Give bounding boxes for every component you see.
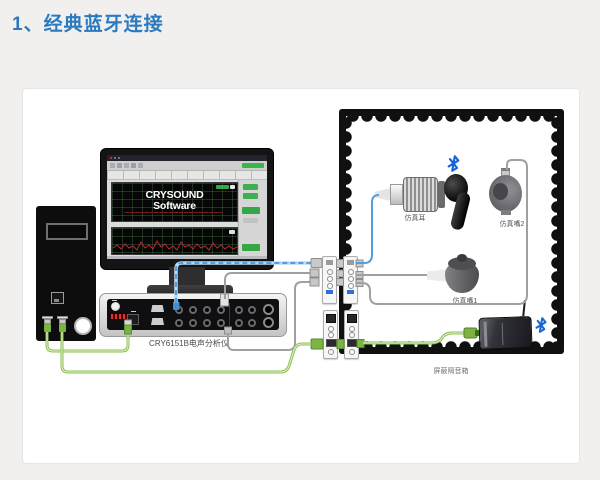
software-statusbar bbox=[107, 256, 267, 259]
analyzer-xlr-port bbox=[263, 304, 274, 315]
computer-tower bbox=[36, 206, 96, 341]
analyzer-bnc-port bbox=[175, 319, 183, 327]
chart-status-chip bbox=[216, 185, 229, 189]
ear-coupler-cylinder bbox=[390, 184, 403, 205]
analyzer-bnc-port bbox=[235, 319, 243, 327]
side-button-2 bbox=[243, 193, 258, 199]
software-titlebar bbox=[107, 155, 267, 161]
analyzer-db-connector-1 bbox=[151, 305, 164, 312]
ear-coupler-barrel bbox=[403, 177, 438, 212]
chart2-legend-chip bbox=[229, 230, 235, 234]
analyzer-bnc-port bbox=[217, 306, 225, 314]
diagram-panel: CRYSOUND Software bbox=[22, 88, 580, 464]
waveform-chart bbox=[111, 227, 238, 255]
analyzer-bnc-port bbox=[203, 306, 211, 314]
side-button-1 bbox=[243, 184, 258, 190]
analyzer-bnc-port bbox=[248, 306, 256, 314]
tower-lan-port bbox=[51, 292, 64, 304]
tower-usb-plug-1 bbox=[42, 316, 53, 332]
toolbar-run-button bbox=[242, 163, 264, 168]
chart-trace-line bbox=[124, 212, 223, 213]
analyzer-bnc-port bbox=[175, 306, 183, 314]
mouth2-base-tab bbox=[501, 210, 511, 215]
mouth2-inner-ring bbox=[493, 183, 508, 200]
side-box bbox=[243, 218, 258, 223]
feedthrough-plate-top-inner bbox=[343, 256, 358, 304]
monitor-screen: CRYSOUND Software bbox=[107, 155, 267, 259]
side-button-page bbox=[242, 207, 260, 214]
analyzer-bnc-port bbox=[248, 319, 256, 327]
analyzer-bnc-port bbox=[217, 319, 225, 327]
chart-legend-chip bbox=[230, 185, 235, 189]
software-side-panel bbox=[238, 180, 267, 256]
ear-label: 仿真耳 bbox=[404, 215, 426, 222]
tower-drive-bay bbox=[46, 223, 88, 240]
blue-cable-plug bbox=[310, 258, 323, 268]
tower-usb-plug-2 bbox=[57, 316, 68, 332]
bluetooth-icon bbox=[535, 317, 547, 333]
feedthrough-plate-bottom-inner bbox=[344, 310, 359, 359]
analyzer-xlr-port bbox=[263, 317, 274, 328]
shield-box-label: 屏蔽隔音箱 bbox=[433, 368, 469, 375]
software-ruler-bar bbox=[107, 171, 267, 180]
analyzer-bnc-port bbox=[189, 319, 197, 327]
analyzer-front-panel bbox=[107, 299, 279, 330]
shield-box-interior bbox=[346, 116, 557, 347]
monitor: CRYSOUND Software bbox=[101, 149, 273, 269]
mouth1-label: 仿真嘴1 bbox=[452, 298, 478, 305]
analyzer-db-connector-2 bbox=[151, 318, 164, 325]
red-waveform bbox=[112, 240, 238, 251]
analyzer-usb-port bbox=[127, 314, 139, 325]
audio-analyzer bbox=[99, 293, 287, 337]
feedthrough-plate-top-outer bbox=[322, 256, 337, 304]
feedthrough-plate-bottom-outer bbox=[323, 310, 338, 359]
green-plug bbox=[310, 338, 324, 350]
tower-power-button bbox=[74, 317, 92, 335]
side-button-3 bbox=[242, 244, 260, 251]
analyzer-bnc-port bbox=[189, 306, 197, 314]
mouth2-label: 仿真嘴2 bbox=[499, 221, 525, 228]
mouth1-knob bbox=[457, 254, 467, 262]
gray-plug bbox=[309, 268, 320, 278]
analyzer-bnc-port bbox=[203, 319, 211, 327]
page-title: 1、经典蓝牙连接 bbox=[12, 14, 164, 35]
gray-plug bbox=[309, 277, 320, 287]
crysound-software-label: CRYSOUND Software bbox=[145, 189, 204, 212]
chart-area-frequency: CRYSOUND Software bbox=[111, 182, 238, 222]
bluetooth-speaker bbox=[478, 316, 533, 350]
analyzer-logo bbox=[111, 302, 120, 311]
analyzer-bnc-port bbox=[235, 306, 243, 314]
analyzer-label: CRY6151B电声分析仪 bbox=[149, 339, 229, 348]
software-toolbar bbox=[107, 161, 267, 171]
